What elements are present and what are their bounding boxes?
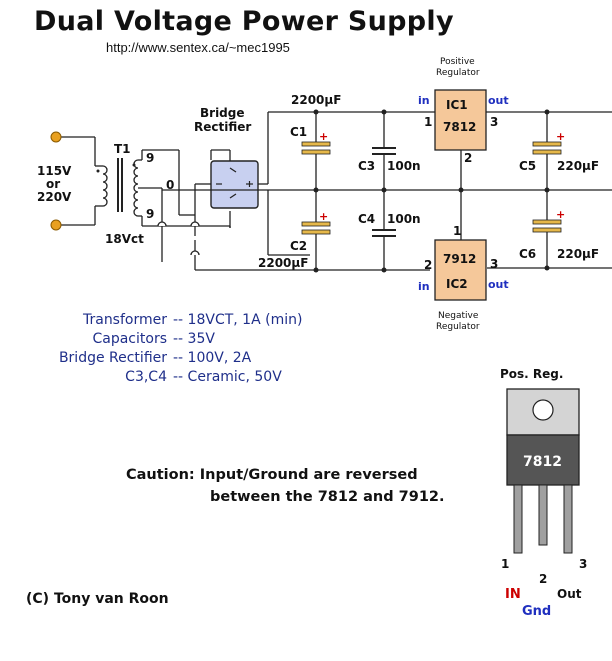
input-voltage-or: or	[46, 177, 60, 191]
ic1-pin-in: 1	[424, 115, 432, 129]
to220-package	[506, 388, 580, 554]
capacitor-c1: +	[301, 130, 331, 155]
package-gnd-label: Gnd	[522, 604, 551, 619]
c2-value: 2200µF	[258, 256, 308, 270]
package-out-label: Out	[557, 587, 582, 601]
capacitor-c5: +	[532, 130, 565, 155]
capacitor-c6: +	[532, 208, 565, 233]
capacitor-c3	[372, 147, 396, 155]
input-voltage-2: 220V	[37, 190, 72, 204]
ic1-in-label: in	[418, 94, 430, 107]
input-terminal-bottom	[50, 219, 62, 231]
parts-specifications: Transformer-- 18VCT, 1A (min) Capacitors…	[20, 311, 303, 387]
spec-row: Capacitors-- 35V	[92, 331, 215, 347]
caution-note: Caution: Input/Ground are reversed betwe…	[126, 464, 445, 508]
bridge-label-1: Bridge	[200, 106, 245, 120]
input-voltage-1: 115V	[37, 164, 72, 178]
ic1-out-label: out	[488, 94, 509, 107]
c1-label: C1	[290, 125, 307, 139]
ic1-regulator	[434, 89, 487, 151]
ic2-pin-gnd: 1	[453, 224, 461, 238]
input-terminal-top	[50, 131, 62, 143]
svg-text:+: +	[556, 208, 565, 221]
c6-value: 220µF	[557, 247, 599, 261]
ic2-out-label: out	[488, 278, 509, 291]
c5-label: C5	[519, 159, 536, 173]
capacitor-c4	[372, 229, 396, 237]
caution-line-1: Caution: Input/Ground are reversed	[126, 467, 418, 483]
ic2-in-label: in	[418, 280, 430, 293]
ic1-pin-gnd: 2	[464, 151, 472, 165]
svg-text:+: +	[319, 210, 328, 223]
c3-label: C3	[358, 159, 375, 173]
package-part: 7812	[523, 454, 562, 470]
spec-row: Transformer-- 18VCT, 1A (min)	[82, 312, 303, 328]
package-in-label: IN	[505, 587, 521, 602]
ic2-part: 7912	[443, 252, 476, 266]
ic2-pin-in: 2	[424, 258, 432, 272]
ic2-pin-out: 3	[490, 257, 498, 271]
transformer-t1	[95, 149, 180, 228]
bridge-rectifier	[210, 160, 259, 209]
copyright: (C) Tony van Roon	[26, 591, 169, 607]
package-title: Pos. Reg.	[500, 367, 563, 381]
c4-value: 100n	[387, 212, 421, 226]
c5-value: 220µF	[557, 159, 599, 173]
capacitor-c2: +	[301, 210, 331, 235]
package-pin-3: 3	[579, 557, 587, 571]
svg-text:+: +	[556, 130, 565, 143]
c1-value: 2200µF	[291, 93, 341, 107]
ic1-pin-out: 3	[490, 115, 498, 129]
transformer-tap-bottom: 9	[146, 207, 154, 221]
c2-label: C2	[290, 239, 307, 253]
c3-value: 100n	[387, 159, 421, 173]
source-url[interactable]: http://www.sentex.ca/~mec1995	[106, 40, 290, 55]
spec-row: C3,C4-- Ceramic, 50V	[125, 369, 282, 385]
svg-text:+: +	[319, 130, 328, 143]
ic2-name: IC2	[446, 277, 468, 291]
ic2-caption-1: Negative	[438, 311, 479, 321]
package-pin-1: 1	[501, 557, 509, 571]
package-pin-2: 2	[539, 572, 547, 586]
page-title: Dual Voltage Power Supply	[34, 6, 454, 37]
bridge-label-2: Rectifier	[194, 120, 251, 134]
ic1-caption-2: Regulator	[436, 68, 480, 78]
caution-line-2: between the 7812 and 7912.	[210, 489, 445, 505]
c6-label: C6	[519, 247, 536, 261]
mounting-hole-icon	[532, 399, 554, 421]
transformer-rating: 18Vct	[105, 232, 144, 246]
transformer-tap-center: 0	[166, 178, 174, 192]
ac-input	[56, 136, 96, 226]
ic1-caption-1: Positive	[440, 57, 475, 67]
transformer-tap-top: 9	[146, 151, 154, 165]
spec-row: Bridge Rectifier-- 100V, 2A	[58, 350, 252, 366]
transformer-name: T1	[114, 142, 131, 156]
ic1-part: 7812	[443, 120, 476, 134]
ic1-name: IC1	[446, 98, 468, 112]
ic2-caption-2: Regulator	[436, 322, 480, 332]
junction-dots	[313, 109, 550, 273]
ic2-regulator	[434, 239, 487, 301]
c4-label: C4	[358, 212, 375, 226]
